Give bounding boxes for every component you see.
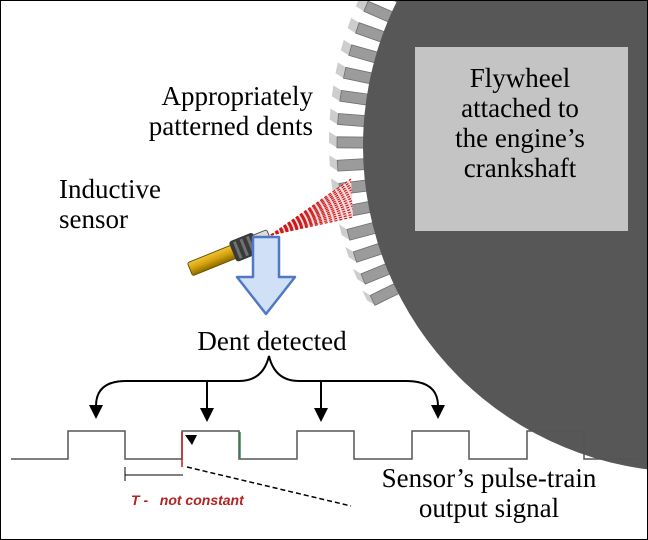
beam-stripe	[270, 213, 354, 236]
flywheel-tooth-top	[329, 108, 339, 125]
pulse-period-marker	[181, 432, 241, 467]
period-bracket	[124, 467, 183, 481]
flywheel-tooth-top	[335, 62, 346, 79]
beam-stripe	[270, 211, 353, 236]
flywheel-tooth-top	[339, 224, 350, 241]
flywheel-label: Flywheel attached to the engine’s cranks…	[455, 63, 585, 183]
sensor-beam	[270, 178, 354, 236]
pulse-train-signal	[11, 430, 638, 460]
period-label: T - not constant	[131, 492, 244, 508]
flywheel-tooth-top	[329, 155, 338, 172]
flywheel	[329, 1, 647, 470]
flywheel-tooth-top	[345, 246, 357, 263]
dent-detected-label: Dent detected	[197, 326, 347, 356]
flywheel-tooth-top	[340, 39, 352, 56]
detection-brace	[95, 355, 439, 411]
beam-stripe	[270, 202, 353, 236]
beam-stripe	[270, 216, 354, 236]
flywheel-tooth-top	[347, 17, 360, 34]
signal-callout-line	[186, 466, 352, 507]
patterned-dents-label: Appropriately patterned dents	[148, 81, 313, 141]
down-arrow-icon	[235, 235, 297, 316]
beam-stripe	[270, 205, 353, 236]
brace-arrowheads	[89, 405, 445, 422]
flywheel-tooth-top	[331, 85, 342, 102]
inductive-sensor-label: Inductive sensor	[59, 174, 161, 234]
flywheel-tooth-top	[355, 1, 369, 12]
flywheel-tooth-top	[362, 290, 375, 306]
beam-stripe	[270, 208, 353, 236]
flywheel-tooth-top	[353, 268, 366, 285]
flywheel-tooth-top	[329, 131, 338, 148]
output-signal-label: Sensor’s pulse-train output signal	[381, 463, 597, 523]
flywheel-label-panel	[415, 47, 628, 231]
